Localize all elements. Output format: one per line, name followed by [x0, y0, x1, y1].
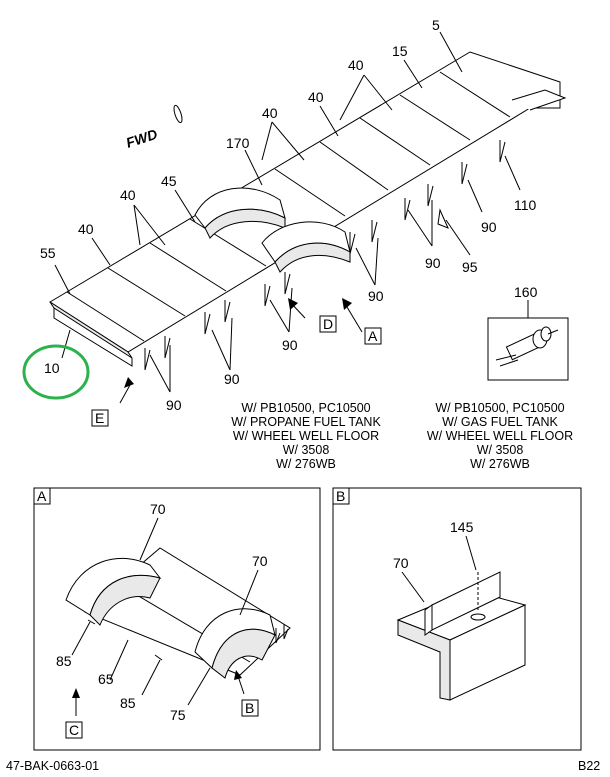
view-marker-a: A	[368, 328, 378, 344]
svg-text:W/ 3508: W/ 3508	[477, 443, 524, 457]
callout-95: 95	[462, 259, 478, 275]
detail-a-callout-85-a: 85	[56, 653, 72, 669]
svg-text:W/ PROPANE FUEL TANK: W/ PROPANE FUEL TANK	[231, 415, 381, 429]
floor-assembly	[49, 51, 567, 371]
detail-a-letter: A	[37, 488, 47, 504]
fwd-label: FWD	[124, 126, 159, 151]
highlight-ring	[22, 344, 90, 400]
callout-55: 55	[40, 245, 56, 261]
callout-160: 160	[514, 284, 538, 300]
detail-a-callout-75: 75	[170, 707, 186, 723]
callout-90-e: 90	[425, 255, 441, 271]
svg-text:W/ WHEEL WELL FLOOR: W/ WHEEL WELL FLOOR	[233, 429, 379, 443]
svg-text:W/ 276WB: W/ 276WB	[276, 457, 336, 471]
svg-text:W/ PB10500, PC10500: W/ PB10500, PC10500	[435, 401, 564, 415]
detail-a-ref-b: B	[245, 700, 254, 716]
callout-90-d: 90	[368, 288, 384, 304]
detail-a-panel: A 70 70 85 65 85 75 C B	[33, 487, 321, 751]
callout-170: 170	[226, 135, 250, 151]
callout-15: 15	[392, 43, 408, 59]
svg-text:W/ 3508: W/ 3508	[283, 443, 330, 457]
callout-40-e: 40	[78, 221, 94, 237]
part-160-inset	[487, 300, 569, 381]
detail-b-letter: B	[336, 488, 345, 504]
callout-90-c: 90	[282, 337, 298, 353]
callout-110: 110	[514, 197, 537, 213]
floor-brackets	[144, 140, 506, 371]
leader-lines	[54, 31, 521, 404]
detail-b-callout-145: 145	[450, 519, 474, 535]
callout-40-d: 40	[120, 187, 136, 203]
callout-45: 45	[161, 173, 177, 189]
detail-a-callout-65: 65	[98, 671, 114, 687]
view-marker-d: D	[323, 316, 333, 332]
caption-right: W/ PB10500, PC10500 W/ GAS FUEL TANK W/ …	[427, 401, 573, 471]
detail-b-panel: B 145 70	[332, 487, 582, 751]
svg-text:W/ GAS FUEL TANK: W/ GAS FUEL TANK	[442, 415, 558, 429]
detail-a-ref-c: C	[69, 722, 79, 738]
detail-b-callout-70: 70	[393, 555, 409, 571]
view-marker-e: E	[95, 410, 104, 426]
svg-text:W/ PB10500, PC10500: W/ PB10500, PC10500	[241, 401, 370, 415]
callout-40-b: 40	[308, 89, 324, 105]
callout-90-a: 90	[166, 397, 182, 413]
svg-text:W/ 276WB: W/ 276WB	[470, 457, 530, 471]
main-callouts: 5 15 40 40 40 40 40 170 45 55 10 90 90 9…	[40, 17, 538, 413]
callout-10: 10	[44, 360, 60, 376]
callout-5: 5	[432, 17, 440, 33]
callout-90-f: 90	[481, 219, 497, 235]
detail-a-callout-70-a: 70	[150, 501, 166, 517]
svg-text:W/ WHEEL WELL FLOOR: W/ WHEEL WELL FLOOR	[427, 429, 573, 443]
footer-part-number: 47-BAK-0663-01	[6, 759, 99, 773]
detail-a-callout-85-b: 85	[120, 695, 136, 711]
footer-page: B22	[578, 759, 600, 773]
caption-left: W/ PB10500, PC10500 W/ PROPANE FUEL TANK…	[231, 401, 381, 471]
callout-40-a: 40	[348, 57, 364, 73]
detail-a-callout-70-b: 70	[252, 553, 268, 569]
callout-90-b: 90	[224, 371, 240, 387]
view-markers: A D E	[91, 315, 382, 427]
callout-40-c: 40	[262, 105, 278, 121]
fwd-indicator: FWD	[124, 104, 183, 151]
